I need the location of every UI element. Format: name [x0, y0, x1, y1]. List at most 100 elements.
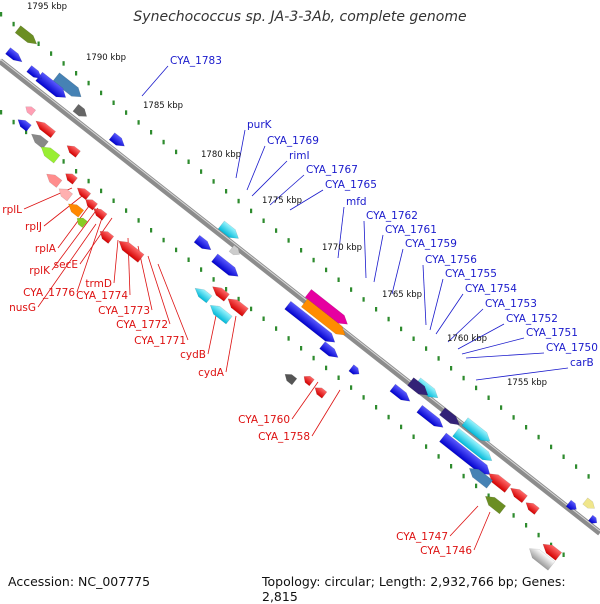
reverse-gene-arrow[interactable] [66, 200, 85, 218]
reverse-gene-arrow[interactable] [44, 171, 63, 188]
forward-gene-label[interactable]: CYA_1765 [325, 179, 377, 191]
forward-gene-arrow[interactable] [52, 72, 85, 101]
reverse-gene-arrow[interactable] [523, 500, 540, 515]
reverse-gene-label[interactable]: CYA_1771 [134, 335, 186, 347]
forward-gene-arrow[interactable] [5, 47, 24, 65]
reverse-gene-label[interactable]: CYA_1772 [116, 319, 168, 331]
reverse-gene-arrow[interactable] [63, 171, 78, 185]
reverse-gene-arrow[interactable] [466, 464, 494, 489]
forward-gene-label[interactable]: CYA_1783 [170, 55, 222, 67]
tick-mark [87, 178, 90, 184]
reverse-gene-arrow[interactable] [225, 295, 249, 317]
reverse-gene-label[interactable]: rplL [2, 204, 22, 216]
reverse-gene-label[interactable]: CYA_1747 [396, 531, 448, 543]
tick-mark [75, 169, 78, 174]
forward-gene-arrow[interactable] [319, 341, 341, 361]
reverse-gene-arrow[interactable] [301, 373, 315, 387]
forward-gene-label[interactable]: mfd [346, 196, 367, 208]
reverse-gene-arrow[interactable] [283, 371, 298, 386]
reverse-gene-label[interactable]: trmD [85, 278, 112, 290]
reverse-gene-arrow[interactable] [526, 544, 556, 571]
reverse-gene-label[interactable]: secE [54, 259, 78, 271]
forward-gene-arrow[interactable] [588, 514, 599, 525]
reverse-gene-arrow[interactable] [75, 185, 92, 201]
reverse-gene-label[interactable]: CYA_1746 [420, 545, 472, 557]
reverse-gene-arrow[interactable] [192, 285, 213, 304]
reverse-gene-label[interactable]: CYA_1774 [76, 290, 128, 302]
forward-gene-label[interactable]: CYA_1761 [385, 224, 437, 236]
reverse-gene-label[interactable]: CYA_1776 [23, 287, 75, 299]
reverse-gene-label[interactable]: rplJ [25, 221, 42, 233]
forward-gene-label[interactable]: CYA_1751 [526, 327, 578, 339]
reverse-gene-arrow[interactable] [83, 196, 98, 211]
reverse-gene-arrow[interactable] [486, 470, 512, 493]
reverse-gene-arrow[interactable] [38, 143, 61, 164]
forward-gene-arrow[interactable] [72, 103, 90, 120]
reverse-gene-arrow[interactable] [33, 118, 56, 139]
reverse-gene-arrow[interactable] [56, 185, 74, 202]
forward-gene-arrow[interactable] [284, 300, 338, 346]
reverse-gene-label[interactable]: CYA_1773 [98, 305, 150, 317]
forward-gene-arrow[interactable] [14, 25, 39, 48]
reverse-gene-arrow[interactable] [65, 142, 81, 158]
forward-gene-arrow[interactable] [211, 253, 242, 280]
forward-gene-arrow[interactable] [565, 499, 579, 512]
reverse-gene-arrow[interactable] [482, 492, 507, 515]
reverse-gene-label[interactable]: nusG [9, 302, 36, 314]
reverse-gene-label[interactable]: CYA_1760 [238, 414, 290, 426]
forward-gene-arrow[interactable] [582, 497, 597, 512]
forward-gene-label[interactable]: CYA_1753 [485, 298, 537, 310]
reverse-gene-arrow[interactable] [210, 283, 230, 302]
tick-mark [137, 120, 140, 125]
tick-mark [387, 316, 390, 322]
forward-gene-label[interactable]: CYA_1754 [465, 283, 517, 295]
forward-gene-arrow[interactable] [439, 407, 462, 429]
forward-gene-arrow[interactable] [461, 417, 493, 446]
reverse-gene-arrow[interactable] [116, 237, 145, 263]
reverse-gene-label[interactable]: rplK [29, 265, 51, 277]
forward-gene-label[interactable]: CYA_1759 [405, 238, 457, 250]
forward-gene-label[interactable]: purK [247, 119, 273, 131]
reverse-gene-arrow[interactable] [508, 485, 528, 504]
forward-gene-label[interactable]: CYA_1769 [267, 135, 319, 147]
reverse-gene-arrow[interactable] [91, 205, 108, 221]
forward-gene-label[interactable]: rimI [289, 150, 310, 162]
reverse-gene-arrow[interactable] [540, 540, 563, 561]
forward-gene-label[interactable]: CYA_1750 [546, 342, 598, 354]
reverse-gene-label[interactable]: cydB [180, 349, 206, 361]
forward-gene-label[interactable]: CYA_1762 [366, 210, 418, 222]
forward-gene-arrow[interactable] [35, 71, 70, 102]
forward-gene-arrow[interactable] [407, 377, 430, 399]
tick-mark [337, 375, 340, 380]
forward-gene-label[interactable]: CYA_1756 [425, 254, 477, 266]
forward-gene-arrow[interactable] [304, 289, 350, 328]
tick-mark [350, 385, 353, 390]
reverse-gene-arrow[interactable] [97, 228, 115, 244]
forward-gene-arrow[interactable] [348, 364, 362, 377]
reverse-gene-arrow[interactable] [313, 385, 328, 399]
forward-gene-label[interactable]: CYA_1767 [306, 164, 358, 176]
forward-gene-arrow[interactable] [452, 427, 495, 464]
reverse-gene-label[interactable]: CYA_1758 [258, 431, 310, 443]
forward-label-leader [235, 129, 246, 179]
forward-gene-label[interactable]: carB [570, 357, 594, 369]
forward-gene-arrow[interactable] [439, 432, 493, 479]
forward-gene-arrow[interactable] [26, 65, 45, 82]
forward-gene-label[interactable]: CYA_1752 [506, 313, 558, 325]
reverse-gene-arrow[interactable] [24, 104, 37, 116]
gene-track[interactable] [5, 25, 599, 571]
reverse-gene-arrow[interactable] [207, 301, 233, 325]
forward-gene-arrow[interactable] [193, 234, 214, 253]
reverse-gene-label[interactable]: rplA [35, 243, 57, 255]
forward-gene-arrow[interactable] [416, 404, 446, 431]
reverse-gene-arrow[interactable] [15, 116, 32, 132]
reverse-gene-label[interactable]: cydA [198, 367, 225, 379]
forward-gene-arrow[interactable] [108, 132, 127, 150]
forward-gene-label[interactable]: CYA_1755 [445, 268, 497, 280]
forward-gene-arrow[interactable] [228, 244, 242, 257]
reverse-gene-arrow[interactable] [75, 215, 88, 228]
forward-gene-arrow[interactable] [300, 298, 348, 339]
forward-gene-arrow[interactable] [389, 383, 413, 405]
forward-gene-arrow[interactable] [217, 220, 241, 242]
